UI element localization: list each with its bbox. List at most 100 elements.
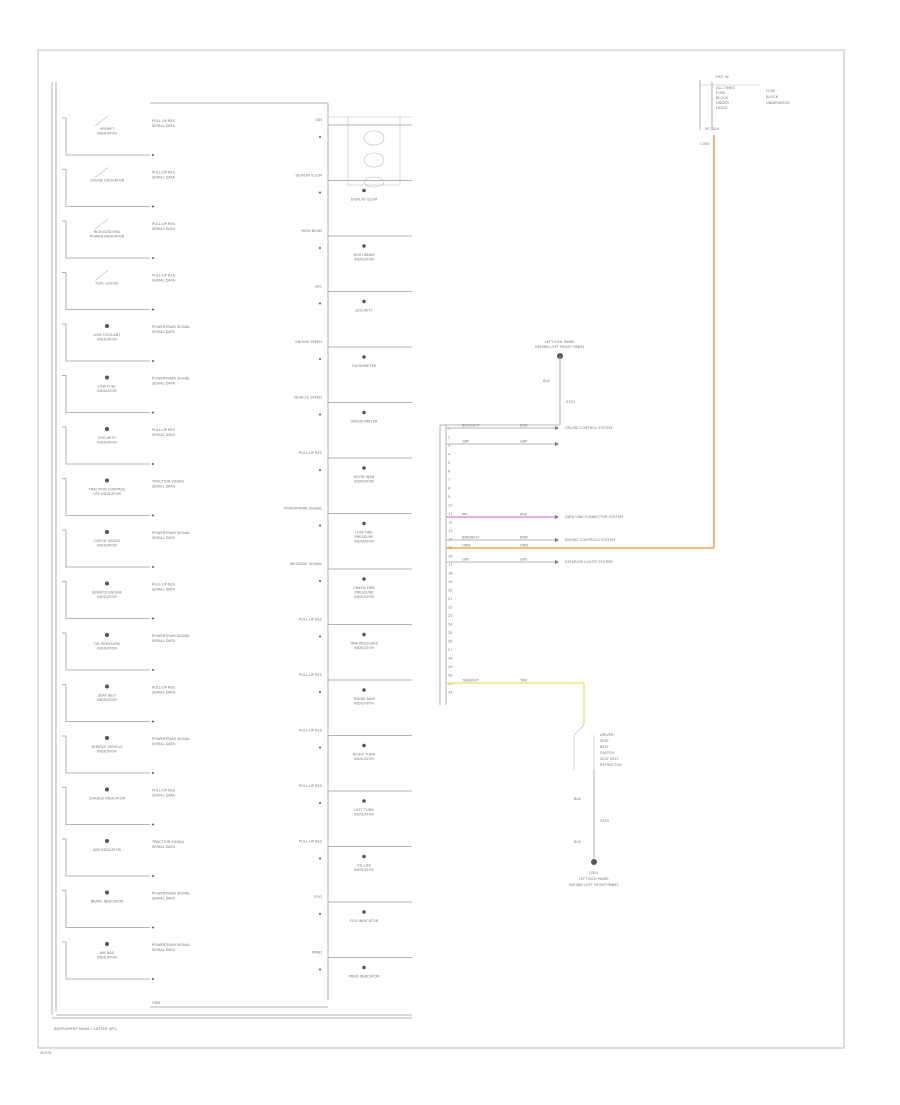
pin-text: HIGH BEAM — [301, 229, 322, 233]
pin-number-10: 10 — [448, 504, 453, 508]
lamp-icon — [362, 854, 366, 859]
pin-subtext: SERIAL DATA — [152, 433, 176, 437]
pin-dot — [319, 413, 321, 416]
lamp-icon — [362, 521, 366, 526]
wire-code: BRN/WHT — [462, 536, 480, 540]
pin-dot — [152, 308, 154, 311]
ipc-cluster-box — [51, 82, 412, 1019]
pin-number-21: 21 — [448, 597, 453, 601]
seat-belt-wire-2: S301 — [600, 819, 609, 823]
indicator-label: CHARGE INDICATOR — [89, 797, 126, 801]
fuse-side-1: FUSE — [766, 89, 776, 93]
indicator-label: LOW COOLANT — [94, 333, 122, 337]
pin-text: PULL-UP RES — [299, 618, 323, 622]
pin-dot — [319, 358, 321, 360]
wire-code: TAN/WHT — [461, 679, 480, 683]
indicator-wire — [65, 736, 150, 774]
indicator-label: LEFT TURN — [354, 808, 374, 812]
pin-subtext: SERIAL DATA — [152, 176, 176, 180]
pin-number-1: 1 — [448, 427, 450, 431]
indicator-label: ABS INDICATOR — [93, 848, 122, 852]
indicator-label: TRUNK AJAR — [352, 697, 375, 701]
seat-belt-line-1: DRIVER — [600, 733, 614, 737]
pin-number-17: 17 — [448, 563, 453, 567]
arrow-icon — [555, 515, 559, 519]
pin-subtext: SERIAL DATA — [152, 124, 176, 128]
indicator-wire — [65, 890, 150, 928]
illumination-lamps — [328, 116, 412, 188]
indicator-label: FUEL GAUGE — [95, 282, 119, 286]
pin-dot — [319, 247, 321, 249]
pin-subtext: SERIAL DATA — [152, 536, 176, 540]
fuse-splice: C300 — [700, 142, 710, 146]
pin-dot — [319, 302, 321, 305]
pin-dot — [152, 360, 154, 362]
indicator-wire — [65, 839, 150, 877]
seat-belt-line-4: SWITCH — [600, 751, 614, 755]
pin-number-13: 13 — [448, 529, 453, 533]
pin-subtext: SERIAL DATA — [152, 794, 176, 798]
indicator-label: BRAKE INDICATOR — [91, 900, 124, 904]
pin-number-28: 28 — [448, 657, 453, 661]
pin-dot — [319, 802, 321, 804]
ground-bottom-symbol — [591, 859, 597, 865]
pin-text: POWERTRAIN SIGNAL — [152, 531, 190, 535]
wire-code: ORN — [462, 544, 470, 548]
pin-text: PULL-UP RES — [299, 784, 323, 788]
pin-text: SEC — [315, 285, 323, 289]
indicator-label: LOW TIRE — [355, 531, 373, 535]
pin-subtext: SERIAL DATA — [152, 948, 176, 952]
pin-text: PULL-UP RES — [152, 274, 176, 278]
pin-dot — [152, 411, 154, 414]
indicator-label: PRESSURE — [355, 535, 375, 539]
pin-dot — [319, 524, 321, 527]
pin-text: VEHICLE SPEED — [294, 396, 322, 400]
pin-number-9: 9 — [448, 495, 451, 499]
pin-number-19: 19 — [448, 580, 453, 584]
indicator-label: TRACTION CONTROL — [88, 488, 126, 492]
fuse-side-2: BLOCK — [766, 95, 779, 99]
ground-top-line-2: BEHIND LEFT FRONT PANEL — [535, 345, 585, 349]
indicator-wire — [65, 427, 150, 465]
pin-text: PULL-UP RES — [299, 729, 323, 733]
pin-text: PULL-UP RES — [152, 222, 176, 226]
indicator-label: INDICATOR — [97, 698, 117, 702]
pin-dot — [319, 968, 321, 971]
indicator-label: INDICATOR — [354, 540, 374, 544]
lamp-icon — [362, 355, 366, 359]
pin-number-32: 32 — [448, 691, 453, 695]
lamp-icon — [362, 577, 366, 581]
pin-dot — [152, 978, 154, 980]
seat-belt-line-5: SEAT BELT — [600, 757, 619, 761]
top-right-fuse-connector: HOT IN ALL TIMES FUSE BLOCK UNDER HOOD F… — [446, 75, 790, 549]
pin-number-4: 4 — [448, 453, 451, 457]
fuse-line-6: HOOD — [716, 106, 727, 110]
lamp-icon — [105, 324, 109, 328]
lamp-icon — [362, 688, 366, 692]
indicator-label: DISPLAY ILLUM — [351, 198, 378, 202]
pin-text: ENGINE SPEED — [295, 340, 322, 344]
target-system: EXTERIOR LIGHTS SYSTEM — [565, 560, 613, 564]
pin-text: TRACTION SIGNAL — [151, 480, 185, 484]
wire-code: GRY — [462, 558, 470, 562]
indicator-label: POWER INDICATOR — [90, 235, 125, 239]
pin-dot — [319, 136, 321, 138]
indicator-wire — [65, 633, 150, 671]
indicator-label: OIL LIFE — [357, 864, 372, 868]
lamp-icon — [105, 736, 109, 740]
indicator-wire — [65, 272, 150, 310]
pin-dot — [152, 720, 154, 723]
